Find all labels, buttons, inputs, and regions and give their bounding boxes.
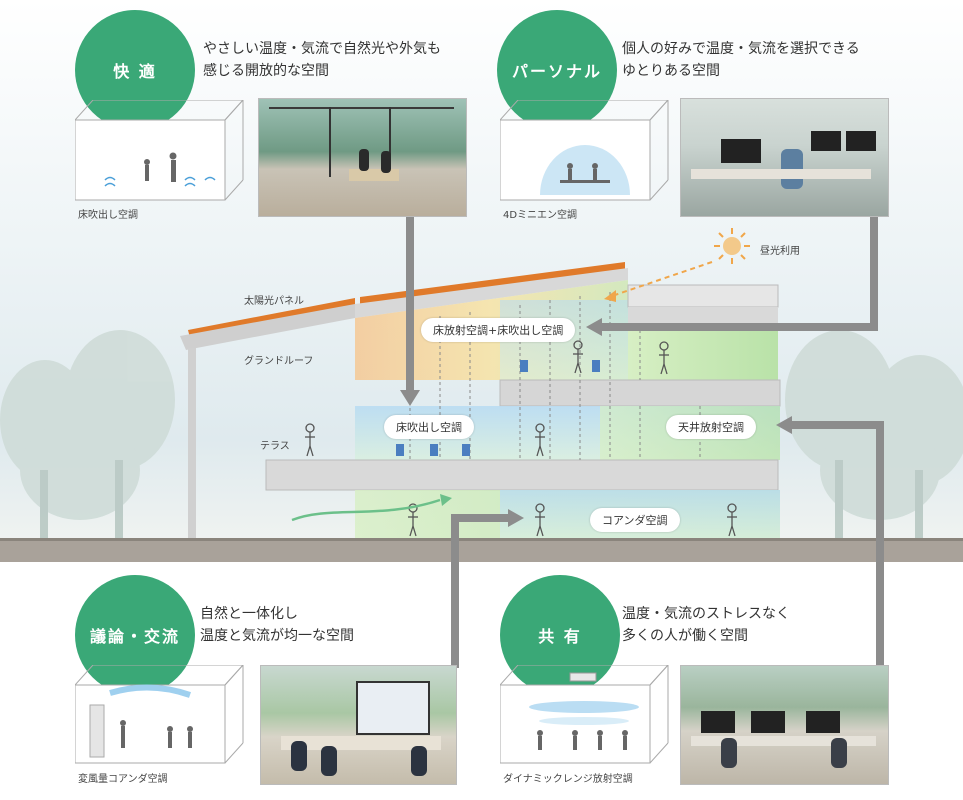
section-discussion-title: 議論・交流 — [75, 575, 195, 695]
shared-photo — [680, 665, 889, 785]
pill-floor-radiant-plus-blow: 床放射空調+床吹出し空調 — [421, 318, 576, 342]
section-personal-caption: 4Dミニエン空調 — [503, 210, 578, 221]
ground — [0, 540, 963, 562]
comfort-room-diagram — [75, 100, 244, 201]
section-shared-title: 共 有 — [500, 575, 620, 695]
roof-column — [188, 348, 196, 538]
label-grand-roof: グランドルーフ — [244, 356, 314, 367]
terrace-slab — [265, 459, 779, 491]
section-comfort-title: 快 適 — [75, 10, 195, 130]
label-daylight: 昼光利用 — [760, 246, 800, 257]
section-comfort-caption: 床吹出し空調 — [78, 210, 138, 221]
sun-icon — [714, 228, 750, 264]
section-personal-description: 個人の好みで温度・気流を選択できる ゆとりある空間 — [622, 41, 860, 79]
coanda-airflow — [291, 498, 441, 522]
personal-photo — [680, 98, 889, 217]
section-personal-title: パーソナル — [497, 10, 617, 130]
section-discussion-description: 自然と一体化し 温度と気流が均一な空間 — [200, 606, 354, 644]
shared-room-diagram — [500, 665, 669, 764]
comfort-photo — [258, 98, 467, 217]
section-shared-caption: ダイナミックレンジ放射空調 — [503, 774, 633, 785]
section-shared-description: 温度・気流のストレスなく 多くの人が働く空間 — [622, 606, 790, 644]
pill-ceiling-radiant: 天井放射空調 — [666, 415, 756, 439]
label-solar-panel: 太陽光パネル — [244, 296, 304, 307]
people — [305, 340, 737, 537]
pill-floor-blow: 床吹出し空調 — [384, 415, 474, 439]
section-comfort-description: やさしい温度・気流で自然光や外気も 感じる開放的な空間 — [203, 41, 441, 79]
discussion-room-diagram — [75, 665, 244, 764]
personal-room-diagram — [500, 100, 669, 201]
label-terrace: テラス — [260, 441, 290, 452]
discussion-photo — [260, 665, 457, 785]
pill-coanda: コアンダ空調 — [590, 508, 680, 532]
section-discussion-caption: 変風量コアンダ空調 — [78, 774, 168, 785]
tree-left — [0, 330, 175, 540]
solar-panel-right — [360, 262, 625, 305]
